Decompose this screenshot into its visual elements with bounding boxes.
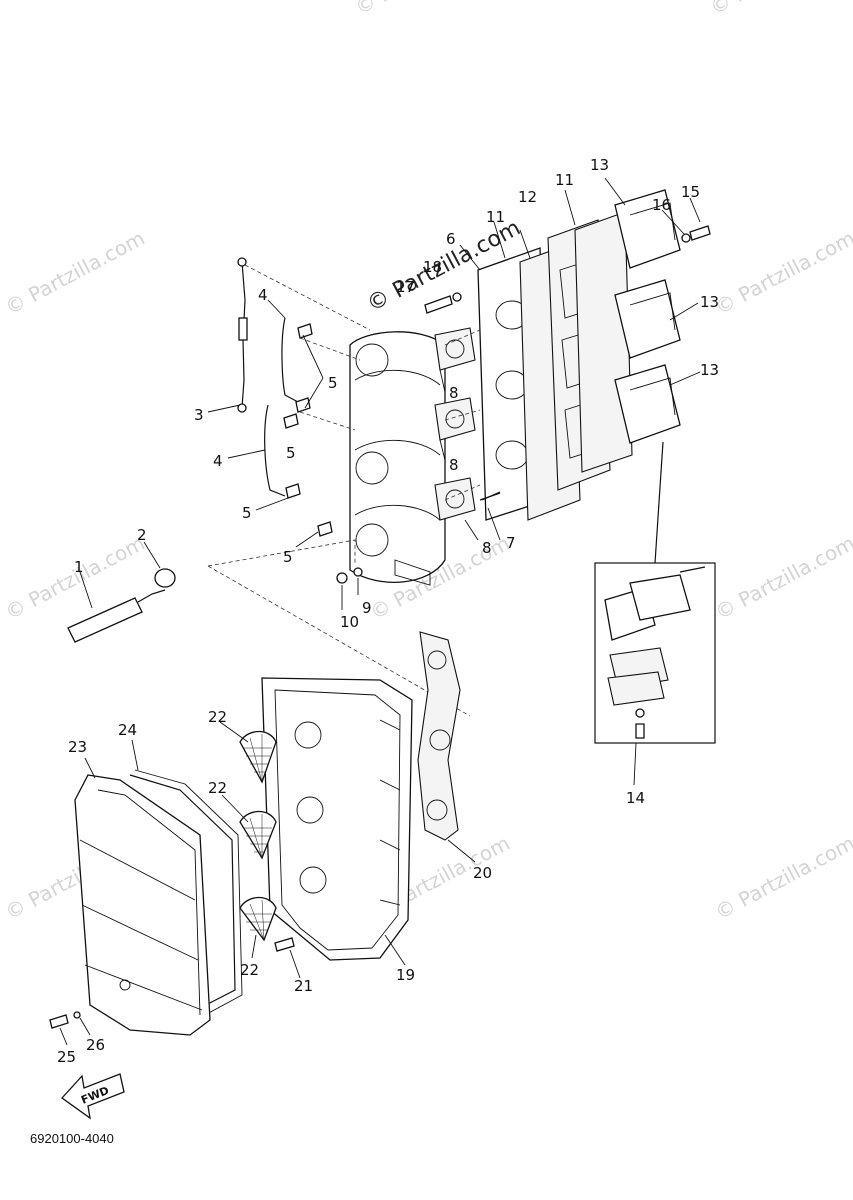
callout-label: 22 bbox=[208, 708, 227, 726]
callout-label: 8 bbox=[449, 456, 459, 474]
watermark: © Partzilla.com bbox=[711, 531, 853, 625]
callout-label: 6 bbox=[446, 230, 456, 248]
callout-label: 11 bbox=[486, 208, 505, 226]
watermark: © Partzilla.com bbox=[706, 0, 853, 19]
callout-label: 3 bbox=[194, 406, 204, 424]
fwd-arrow: FWD bbox=[61, 1073, 125, 1120]
callout-label: 5 bbox=[242, 504, 252, 522]
callout-label: 19 bbox=[396, 966, 415, 984]
callout-label: 2 bbox=[137, 526, 147, 544]
callout-label: 13 bbox=[700, 293, 719, 311]
watermark: © Partzilla.com bbox=[711, 226, 853, 320]
callout-label: 5 bbox=[283, 548, 293, 566]
callout-label: 7 bbox=[506, 534, 516, 552]
callout-label: 17 bbox=[396, 278, 415, 296]
callout-label: 18 bbox=[423, 258, 442, 276]
callout-label: 11 bbox=[555, 171, 574, 189]
callout-label: 22 bbox=[208, 779, 227, 797]
callout-label: 5 bbox=[286, 444, 296, 462]
callout-label: 8 bbox=[482, 539, 492, 557]
callout-label: 13 bbox=[700, 361, 719, 379]
diagram-part-number: 6920100-4040 bbox=[30, 1131, 114, 1146]
callout-label: 24 bbox=[118, 721, 137, 739]
callout-numbers: 1 2 3 4 4 5 5 5 5 6 7 8 8 8 9 10 11 11 1… bbox=[57, 156, 719, 1066]
watermark: © Partzilla.com bbox=[1, 226, 149, 320]
exhaust-assembly: FWD bbox=[49, 631, 461, 1120]
callout-label: 8 bbox=[449, 384, 459, 402]
callout-label: 25 bbox=[57, 1048, 76, 1066]
watermark: © Partzilla.com bbox=[351, 0, 499, 19]
crankcase-assembly bbox=[67, 189, 711, 717]
callout-label: 22 bbox=[240, 961, 259, 979]
callout-label: 5 bbox=[328, 374, 338, 392]
callout-label: 21 bbox=[294, 977, 313, 995]
callout-label: 9 bbox=[362, 599, 372, 617]
watermark: © Partzilla.com bbox=[711, 831, 853, 925]
reed-valve-detail bbox=[594, 441, 716, 744]
callout-label: 4 bbox=[258, 286, 268, 304]
callout-label: 14 bbox=[626, 789, 645, 807]
callout-label: 13 bbox=[590, 156, 609, 174]
leader-lines bbox=[59, 177, 701, 1046]
callout-label: 10 bbox=[340, 613, 359, 631]
anode bbox=[239, 896, 277, 942]
callout-label: 26 bbox=[86, 1036, 105, 1054]
callout-label: 16 bbox=[652, 196, 671, 214]
callout-label: 1 bbox=[74, 558, 84, 576]
callout-label: 23 bbox=[68, 738, 87, 756]
callout-label: 12 bbox=[518, 188, 537, 206]
callout-label: 4 bbox=[213, 452, 223, 470]
callout-label: 20 bbox=[473, 864, 492, 882]
callout-label: 15 bbox=[681, 183, 700, 201]
anode bbox=[239, 730, 277, 784]
